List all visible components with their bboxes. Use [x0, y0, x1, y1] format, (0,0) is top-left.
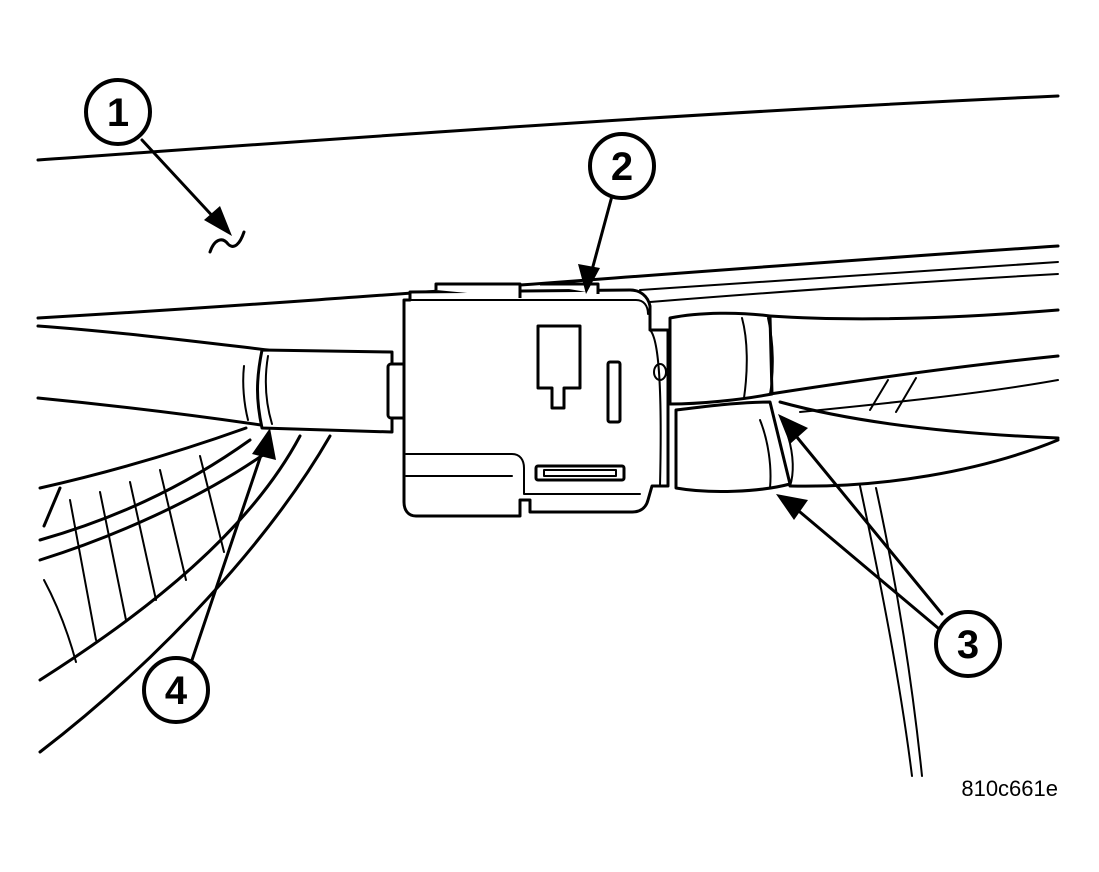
right-harness	[668, 308, 1060, 777]
callout-4: 4	[142, 656, 210, 724]
headliner-tilde-mark	[208, 230, 246, 254]
lower-trim-panel	[38, 426, 332, 754]
callout-2: 2	[588, 132, 656, 200]
leader-arrows	[140, 138, 944, 662]
figure-id: 810c661e	[961, 776, 1058, 801]
callout-1-number: 1	[107, 91, 129, 135]
callout-4-number: 4	[165, 669, 188, 713]
arrowhead-4	[252, 428, 276, 460]
left-harness	[36, 324, 408, 434]
callout-2-number: 2	[611, 145, 633, 189]
arrowhead-2	[578, 264, 600, 294]
callout-3: 3	[934, 610, 1002, 678]
control-module	[402, 282, 670, 518]
arrowhead-3a	[778, 414, 808, 444]
headliner-panel	[36, 94, 1060, 320]
arrowhead-1	[204, 206, 232, 236]
callout-3-number: 3	[957, 623, 979, 667]
callout-1: 1	[84, 78, 152, 146]
arrowhead-3b	[776, 494, 808, 520]
